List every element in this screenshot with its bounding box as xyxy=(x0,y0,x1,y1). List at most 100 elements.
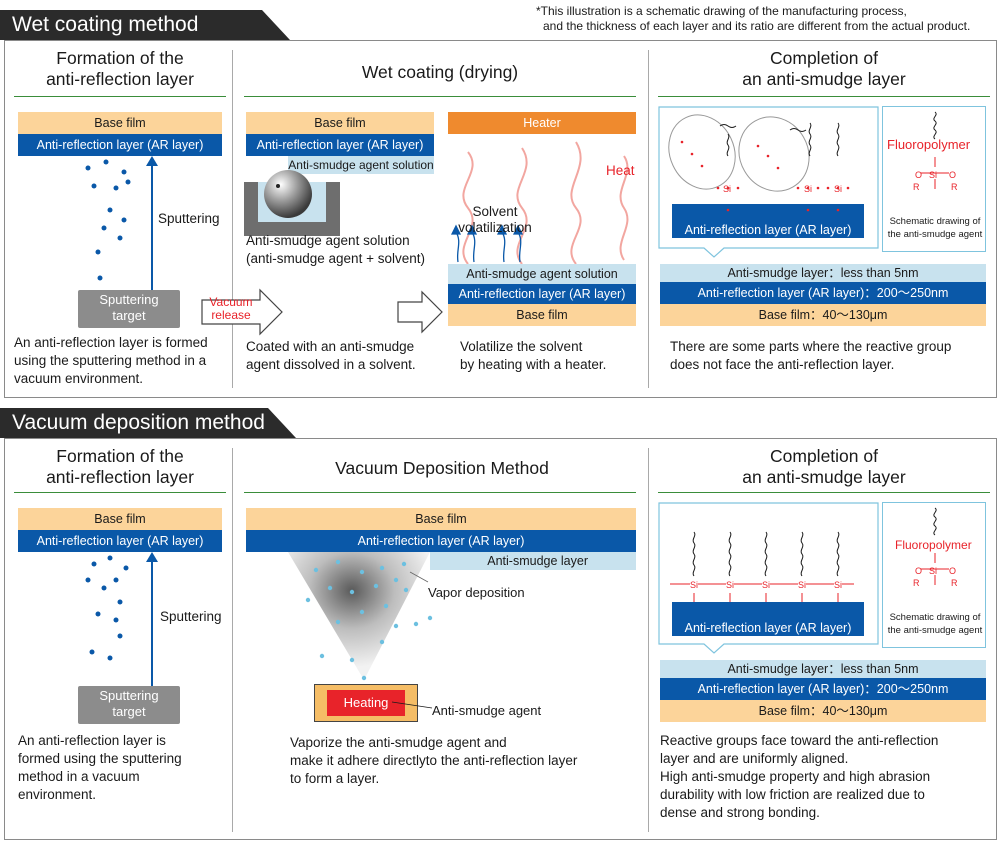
tab-shape xyxy=(0,10,290,40)
wet-coating-vessel xyxy=(244,170,340,236)
caption-line: durability with low friction are realize… xyxy=(660,787,925,802)
vac-schematic-o-left: O xyxy=(915,566,923,576)
vac-col3-caption: Reactive groups face toward the anti-ref… xyxy=(660,732,938,822)
wet-col2-ar-layer: Anti-reflection layer (AR layer) xyxy=(246,134,434,156)
vac-col2-as-layer: Anti-smudge layer xyxy=(430,552,636,570)
heating-crucible: Heating xyxy=(314,684,418,722)
vacuum-deposition-tab-label: Vacuum deposition method xyxy=(12,411,265,434)
vac-sputter-particles xyxy=(85,552,158,686)
wet-col3-ar-layer: Anti-reflection layer (AR layer)：200～250… xyxy=(660,282,986,304)
vac-col2-base-film: Base film xyxy=(246,508,636,530)
caption-line: An anti-reflection layer is formed xyxy=(14,335,208,350)
wet-col2-base-film: Base film xyxy=(246,112,434,134)
target-line: Sputtering xyxy=(99,292,159,307)
wet-col2-base-film-2: Base film xyxy=(448,304,636,326)
title-line: Formation of the xyxy=(56,446,184,466)
wet-molecule-si-2: Si xyxy=(804,184,813,194)
vapor-cone xyxy=(288,552,433,681)
title-line: an anti-smudge layer xyxy=(742,467,906,487)
vacuum-deposition-tab: Vacuum deposition method xyxy=(0,408,296,438)
vac-col2-ar-layer: Anti-reflection layer (AR layer) xyxy=(246,530,636,552)
vac-molecule-si-3: Si xyxy=(762,577,771,593)
title-line: Formation of the xyxy=(56,48,184,68)
wet-divider-2 xyxy=(648,50,649,388)
wet-col1-caption: An anti-reflection layer is formed using… xyxy=(14,334,208,388)
caption-line: Volatilize the solvent xyxy=(460,339,583,354)
wet-col2-solution-strip: Anti-smudge agent solution xyxy=(288,156,434,174)
target-line: target xyxy=(112,308,146,323)
vac-divider-2 xyxy=(648,448,649,832)
wet-sputter-particles xyxy=(85,156,158,290)
title-line: anti-reflection layer xyxy=(46,467,194,487)
wet-sputtering-target: Sputtering target xyxy=(78,290,180,328)
caption-line: formed using the sputtering xyxy=(18,751,182,766)
caption-line: vacuum environment. xyxy=(14,371,144,386)
target-line: target xyxy=(112,704,146,719)
vacuum-release-label: Vacuum release xyxy=(204,296,258,322)
caption-line: agent dissolved in a solvent. xyxy=(246,357,416,372)
wet-col2-caption: Coated with an anti-smudge agent dissolv… xyxy=(246,338,416,374)
tab-shape xyxy=(0,408,296,438)
wet-col2-ar-layer-2: Anti-reflection layer (AR layer) xyxy=(448,284,636,304)
caption-line: An anti-reflection layer is xyxy=(18,733,166,748)
agent-leader-line xyxy=(391,701,433,709)
wet-col3-caption: There are some parts where the reactive … xyxy=(670,338,951,374)
wet-schematic-o-right: O xyxy=(949,170,957,180)
wet-col3-base-film: Base film：40～130μm xyxy=(660,304,986,326)
caption-line: using the sputtering method in a xyxy=(14,353,207,368)
caption-line: Reactive groups face toward the anti-ref… xyxy=(660,733,939,748)
vac-molecule-si-2: Si xyxy=(726,577,735,593)
wet-schematic-r-left: R xyxy=(913,182,920,192)
vac-agent-schematic-box: Fluoropolymer Si O O R R Schematic drawi… xyxy=(882,502,986,648)
wet-sputtering-label: Sputtering xyxy=(158,211,220,226)
desc-line: (anti-smudge agent + solvent) xyxy=(246,251,425,266)
caption-line: There are some parts where the reactive … xyxy=(670,339,952,354)
wet-col2-caption-2: Volatilize the solvent by heating with a… xyxy=(460,338,606,374)
vac-col3-title: Completion of an anti-smudge layer xyxy=(656,446,992,488)
vac-col2-title: Vacuum Deposition Method xyxy=(335,458,549,478)
wet-col2-solution-layer: Anti-smudge agent solution xyxy=(448,264,636,284)
wet-molecule-box xyxy=(658,106,879,258)
heat-label: Heat xyxy=(606,163,635,178)
caption-line: make it adhere directlyto the anti-refle… xyxy=(290,753,578,768)
schematic-line: the anti-smudge agent xyxy=(887,229,983,240)
vac-col3-base-film: Base film：40～130μm xyxy=(660,700,986,722)
wet-schematic-si: Si xyxy=(929,170,938,180)
wet-coating-tab-label: Wet coating method xyxy=(12,13,199,36)
vac-col1-title-underline xyxy=(14,492,226,493)
vac-col3-title-underline xyxy=(658,492,990,493)
note-line-2: and the thickness of each layer and its … xyxy=(543,19,971,33)
vac-col3-ar-layer: Anti-reflection layer (AR layer)：200～250… xyxy=(660,678,986,700)
wet-agent-schematic-drawing xyxy=(921,111,949,189)
title-line: an anti-smudge layer xyxy=(742,69,906,89)
caption-line: High anti-smudge property and high abras… xyxy=(660,769,931,784)
vac-col1-base-film: Base film xyxy=(18,508,222,530)
target-line: Sputtering xyxy=(99,688,159,703)
vac-fluoropolymer-label: Fluoropolymer xyxy=(895,538,972,552)
wet-schematic-r-right: R xyxy=(951,182,958,192)
vac-col1-title: Formation of the anti-reflection layer xyxy=(12,446,228,488)
wet-col1-title-underline xyxy=(14,96,226,97)
vac-divider-1 xyxy=(232,448,233,832)
wet-ar-layer-box-label: Anti-reflection layer (AR layer) xyxy=(684,223,852,237)
vac-col1-ar-layer: Anti-reflection layer (AR layer) xyxy=(18,530,222,552)
wet-col3-title: Completion of an anti-smudge layer xyxy=(656,48,992,90)
wet-agent-schematic-box: Fluoropolymer Si O O R R Schematic drawi… xyxy=(882,106,986,252)
vac-molecule-si-5: Si xyxy=(834,577,843,593)
desc-line: Anti-smudge agent solution xyxy=(246,233,410,248)
vac-col3-as-layer: Anti-smudge layer：less than 5nm xyxy=(660,660,986,678)
vacuum-line: release xyxy=(211,308,251,322)
vac-col1-caption: An anti-reflection layer is formed using… xyxy=(18,732,182,804)
schematic-line: Schematic drawing of xyxy=(889,612,981,623)
wet-col2-title: Wet coating (drying) xyxy=(361,62,519,82)
vac-col2-title-underline xyxy=(244,492,636,493)
title-line: Completion of xyxy=(770,48,878,68)
anti-smudge-agent-label: Anti-smudge agent xyxy=(432,703,542,718)
title-line: anti-reflection layer xyxy=(46,69,194,89)
caption-line: layer and are uniformly aligned. xyxy=(660,751,849,766)
note-line-1: *This illustration is a schematic drawin… xyxy=(536,4,907,18)
vacuum-release-arrow xyxy=(201,288,283,336)
schematic-line: Schematic drawing of xyxy=(889,216,981,227)
caption-line: does not face the anti-reflection layer. xyxy=(670,357,895,372)
solvent-line: Solvent xyxy=(472,204,518,219)
